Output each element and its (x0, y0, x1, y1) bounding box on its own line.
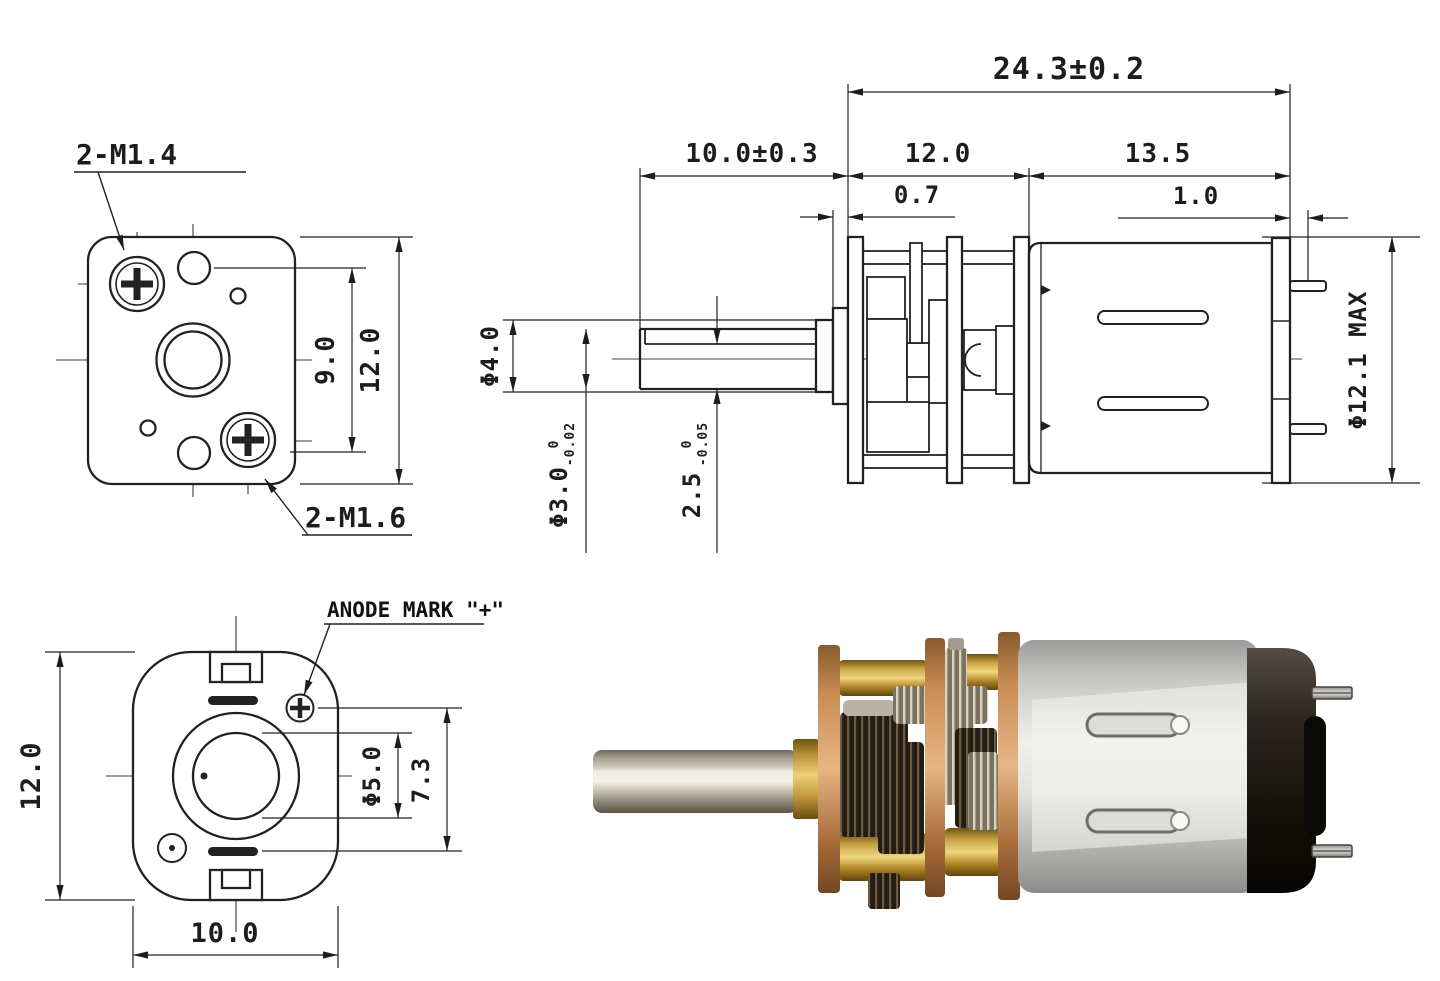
dim-face-height (300, 236, 413, 485)
photo-gear-train (840, 638, 998, 909)
vent-slot-bottom (1097, 396, 1209, 411)
anode-callout (303, 623, 484, 696)
rear-small-hole (157, 833, 187, 863)
gearbox-plate-front (846, 235, 865, 485)
dim-length-row (639, 168, 1290, 333)
dim-shaft-flat-tol-upper: 0 (680, 440, 695, 449)
anode-mark (285, 693, 315, 723)
side-view: 24.3±0.2 10.0±0.3 12.0 13.5 0.7 1.0 (476, 52, 1420, 553)
anode-callout-text: ANODE MARK "+" (327, 598, 504, 622)
vent-slot-top (1097, 310, 1209, 325)
gearbox-section (846, 235, 1031, 485)
dim-rear-width-text: 10.0 (190, 918, 259, 949)
thread-callout-m16-text: 2-M1.6 (305, 501, 406, 534)
dim-pin-length (1118, 210, 1348, 280)
end-cap-section (1270, 236, 1292, 485)
mounting-holes (108, 250, 277, 471)
dim-front-boss-text: 0.7 (894, 181, 940, 209)
dim-rear-bore-text: Φ5.0 (358, 745, 386, 807)
rear-view: 12.0 10.0 Φ5.0 7.3 ANODE MARK "+" (16, 598, 504, 968)
dim-rear-height-text: 12.0 (16, 741, 47, 810)
dim-gearbox-length-text: 12.0 (905, 139, 972, 169)
dim-motor-length-text: 13.5 (1125, 139, 1192, 169)
thread-callout-m16 (264, 478, 412, 536)
dim-shaft-flat-text: 2.5 (678, 472, 706, 518)
dim-overall-length (847, 84, 1291, 237)
dim-rear-width (132, 906, 339, 968)
dim-front-boss (800, 210, 955, 307)
dim-boss-diameter (503, 319, 816, 393)
terminal-pin-top (1289, 280, 1327, 292)
dim-max-diameter-text: Φ12.1 MAX (1344, 290, 1372, 429)
thread-callout-m14-text: 2-M1.4 (76, 138, 177, 171)
motor-rear-outline (131, 650, 340, 902)
gearbox-plate-middle (945, 235, 964, 485)
dim-boss-diameter-text: Φ4.0 (476, 325, 504, 387)
dim-shaft-diameter-tol-lower: -0.02 (563, 422, 578, 466)
photo-vent-top (1085, 712, 1182, 738)
front-view: 9.0 12.0 2-M1.4 2-M1.6 (56, 138, 413, 536)
dim-hole-spacing-text: 9.0 (311, 335, 341, 385)
rear-vent-bottom (208, 847, 258, 856)
product-photo (593, 632, 1353, 909)
dim-max-diameter (1262, 236, 1420, 484)
photo-end-cap (1247, 648, 1353, 893)
dim-rear-offset-text: 7.3 (407, 757, 435, 803)
dim-rear-bore (262, 732, 412, 819)
dim-face-height-text: 12.0 (356, 327, 386, 394)
dim-shaft-length-text: 10.0±0.3 (685, 139, 818, 169)
photo-motor-body (1018, 640, 1258, 893)
rear-vent-top (208, 696, 258, 705)
photo-gearbox-plates (818, 632, 1020, 900)
rear-bore (191, 731, 281, 821)
thread-callout-m14 (74, 171, 246, 251)
photo-shaft-hub (793, 739, 819, 819)
dim-pin-length-text: 1.0 (1173, 182, 1219, 210)
end-cap-tabs (208, 650, 264, 902)
photo-vent-bottom (1085, 808, 1182, 834)
photo-brass-spacers (838, 654, 1002, 881)
dim-shaft-diameter-tol-upper: 0 (547, 440, 562, 449)
dim-shaft-diameter-text: Φ3.0 (545, 466, 573, 528)
dim-rear-offset (262, 707, 462, 852)
motor-body-section (1027, 236, 1327, 485)
dim-hole-spacing (214, 267, 366, 453)
output-shaft (638, 306, 850, 406)
terminal-pin-bottom (1289, 423, 1327, 435)
dim-rear-height (45, 651, 135, 901)
rear-bearing-boss (171, 711, 301, 841)
dim-overall-length-text: 24.3±0.2 (993, 52, 1146, 87)
shaft-center-mark (200, 772, 208, 780)
dim-shaft-flat-tol-lower: -0.05 (696, 422, 711, 466)
gearbox-plate-rear (1012, 235, 1031, 485)
